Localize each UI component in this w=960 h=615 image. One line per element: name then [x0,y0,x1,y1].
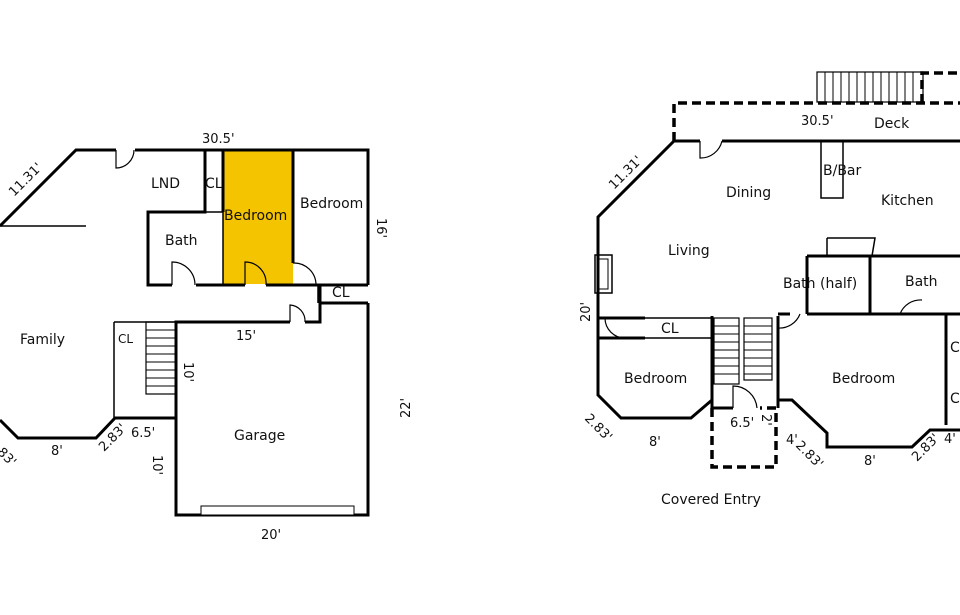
dim-upper-diagonal: 11.31' [606,153,645,192]
dim-upper-step-right: 4' [786,433,798,448]
room-label-bedroom-right: Bedroom [832,371,895,387]
dim-upper-diag-bottom-right: 2.83' [909,431,943,465]
deck-outline [672,71,960,141]
lower-floor-plan: LND CL Bedroom Bedroom Bath CL Family CL… [0,132,414,543]
room-label-dining: Dining [726,185,771,201]
room-label-bbar: B/Bar [823,163,862,179]
upper-thin-walls [645,141,876,339]
deck-stairs [816,71,924,103]
room-label-deck: Deck [874,116,910,132]
room-label-family: Family [20,332,65,348]
dim-lower-step-width: 6.5' [131,426,155,441]
dim-upper-diag-bottom-mid: 2.83' [792,438,826,472]
room-label-cl-edge-top: C [950,340,960,356]
fireplace [594,254,613,294]
dim-lower-right-height: 16' [373,218,388,238]
room-label-bath: Bath [165,233,198,249]
dim-lower-diagonal: 11.31' [6,160,45,199]
dim-upper-entry-width: 6.5' [730,416,754,431]
room-label-bath: Bath [905,274,938,290]
lower-door-top [115,149,135,169]
room-label-kitchen: Kitchen [881,193,934,209]
upper-door-deck [699,140,723,159]
lower-outer-wall [0,148,370,517]
room-label-bedroom-highlighted: Bedroom [224,208,287,224]
room-label-cl-right: CL [332,285,350,301]
dim-lower-bottom-width: 8' [51,444,63,459]
dim-upper-left-height: 20' [579,302,594,322]
garage-door [200,505,355,516]
dim-upper-entry-depth: 2' [758,414,773,426]
dim-lower-garage-width: 20' [261,528,281,543]
lower-door-right-bedroom [292,262,317,286]
upper-door-bedroom-left [604,317,626,339]
upper-door-half-bath [777,313,801,329]
room-label-covered-entry: Covered Entry [661,492,761,508]
dim-lower-garage-side: 10' [149,455,164,475]
room-label-bath-half: Bath (half) [783,276,857,292]
dim-upper-deck-width: 30.5' [801,114,834,129]
highlighted-bedroom-fill [223,150,293,284]
dim-lower-hall-width: 15' [236,329,256,344]
room-label-garage: Garage [234,428,285,444]
lower-door-hall [289,304,306,323]
dim-lower-diag-bottom-right: 2.83' [96,421,130,455]
room-label-cl-top: CL [205,176,223,192]
dim-upper-bottom-left-width: 8' [649,435,661,450]
room-label-cl-edge-bottom: C [950,391,960,407]
dim-upper-diag-bottom-left: 2.83' [581,411,615,445]
lower-thin-walls [0,211,319,418]
lower-stairs [145,321,177,395]
upper-door-bath [899,299,923,315]
dim-upper-far-right: 4' [944,432,956,447]
dim-lower-stair-height: 10' [180,362,195,382]
upper-stairs-right [743,317,773,381]
lower-door-bedroom [244,261,267,286]
dim-lower-top-width: 30.5' [202,132,235,147]
room-label-cl: CL [661,321,679,337]
upper-floor-plan: Deck B/Bar Dining Kitchen Living Bath (h… [579,71,960,508]
covered-entry-outline [710,406,778,469]
dim-lower-garage-height: 22' [399,398,414,418]
room-label-living: Living [668,243,710,259]
room-label-bedroom-left: Bedroom [624,371,687,387]
upper-door-entry [732,385,758,409]
lower-interior-walls [146,150,368,303]
room-label-lnd: LND [151,176,180,192]
room-label-bedroom-right: Bedroom [300,196,363,212]
upper-outer-wall [596,139,960,449]
upper-stairs-left [713,317,740,385]
dim-upper-bottom-right-width: 8' [864,454,876,469]
dim-lower-diag-bottom-left: 2.83' [0,436,19,470]
room-label-cl-left: CL [118,332,133,346]
lower-door-bath [171,261,196,286]
